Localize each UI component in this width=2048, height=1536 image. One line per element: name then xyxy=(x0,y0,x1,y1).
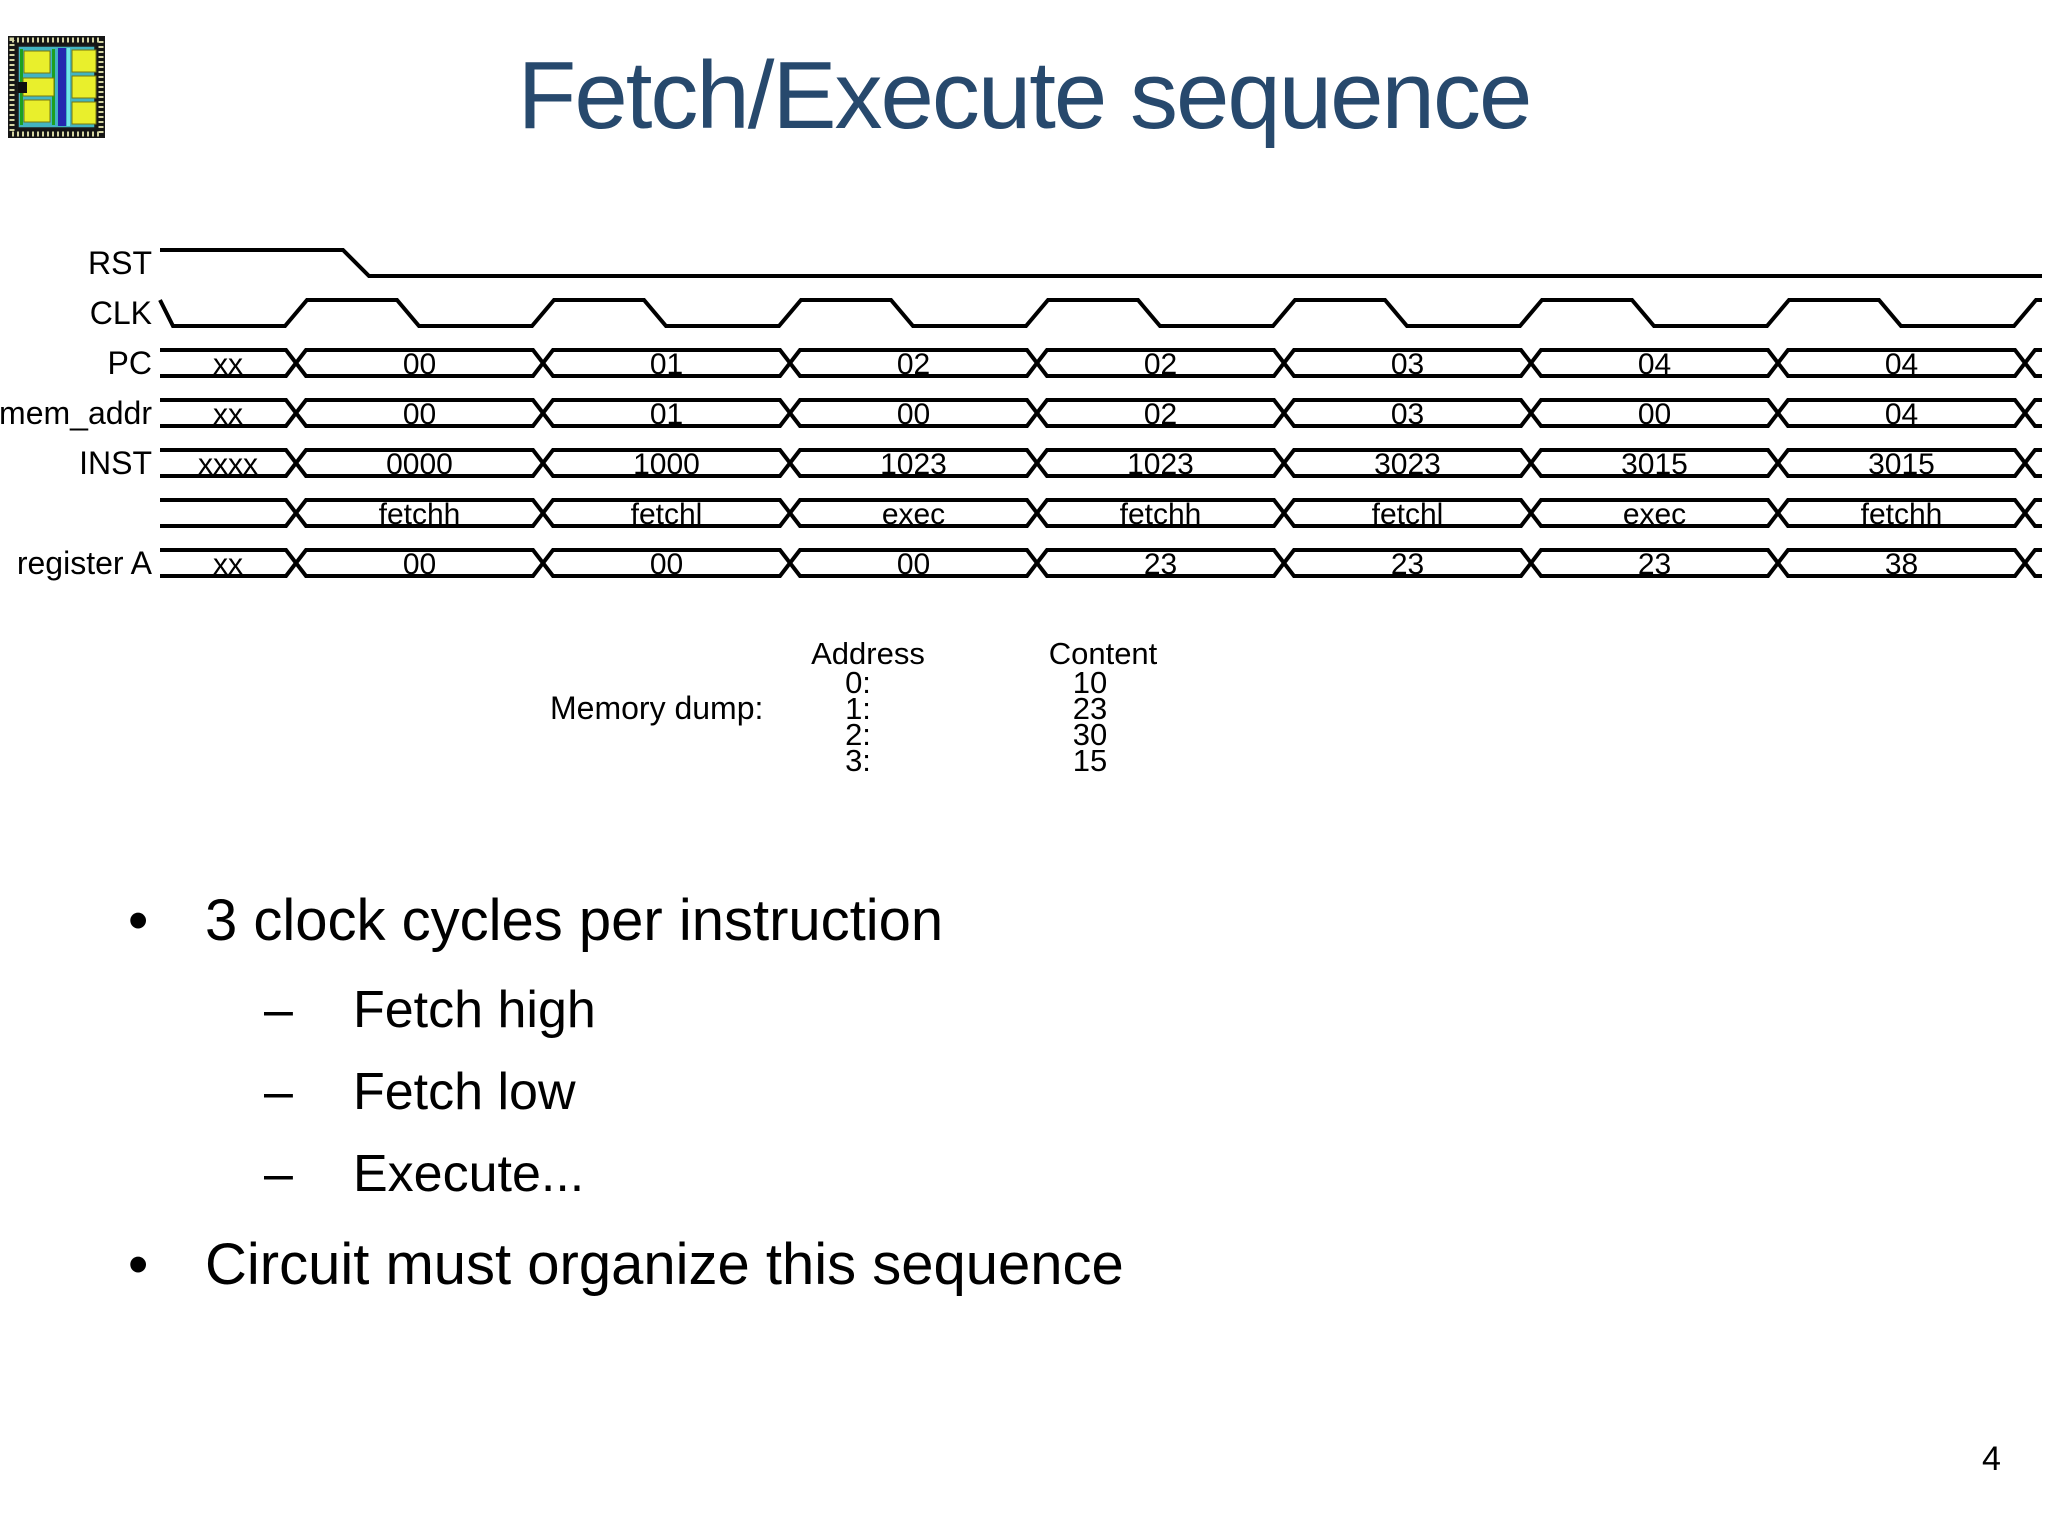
bus-value: xx xyxy=(213,548,243,581)
memory-dump-content-cell: 23 xyxy=(1072,691,1108,726)
bus-value: 01 xyxy=(650,348,683,381)
bullet-text: 3 clock cycles per instruction xyxy=(205,888,944,953)
bus-value: 3015 xyxy=(1621,448,1688,481)
memory-dump-address-cell: 0: xyxy=(845,665,871,700)
bus-value: 03 xyxy=(1391,348,1424,381)
bullet-text: Circuit must organize this sequence xyxy=(205,1232,1124,1297)
bus-value: 1000 xyxy=(633,448,700,481)
bus-value: 1023 xyxy=(1127,448,1194,481)
bus-wave xyxy=(160,398,2042,428)
signal-label-pc: PC xyxy=(108,345,152,381)
title-bar: Fetch/Execute sequence xyxy=(0,48,2048,144)
memory-dump-content-cell: 15 xyxy=(1072,743,1108,778)
signal-row-pc: PC xx 00 01 02 02 03 04 04 xyxy=(108,345,2042,381)
bus-wave xyxy=(160,548,2042,578)
bus-wave xyxy=(160,498,2042,528)
bus-value: 04 xyxy=(1885,398,1918,431)
clk-wave xyxy=(158,298,2042,328)
bus-value: xx xyxy=(213,398,243,431)
bus-value: 1023 xyxy=(880,448,947,481)
bus-wave xyxy=(160,348,2042,378)
rst-wave xyxy=(160,248,2042,278)
bus-value: 00 xyxy=(403,398,436,431)
bus-value: 00 xyxy=(403,348,436,381)
bus-value: fetchl xyxy=(631,498,703,531)
bus-value: 03 xyxy=(1391,398,1424,431)
bus-value: 3023 xyxy=(1374,448,1441,481)
bullet-marker: – xyxy=(264,981,293,1039)
bullet-text: Execute... xyxy=(353,1145,585,1203)
bus-value: 02 xyxy=(897,348,930,381)
bus-value: 04 xyxy=(1885,348,1918,381)
bus-value: exec xyxy=(882,498,945,531)
bus-value: 04 xyxy=(1638,348,1671,381)
bus-value: fetchh xyxy=(379,498,461,531)
bus-value: fetchl xyxy=(1372,498,1444,531)
memory-dump-col-header-content: Content xyxy=(1048,636,1158,671)
memory-dump-address-cell: 3: xyxy=(845,743,871,778)
bullet-text: Fetch high xyxy=(353,981,596,1039)
bus-wave xyxy=(160,448,2042,478)
bus-value: 3015 xyxy=(1868,448,1935,481)
bus-value: 38 xyxy=(1885,548,1918,581)
bus-value: xxxx xyxy=(198,448,258,481)
bus-value: fetchh xyxy=(1120,498,1202,531)
bullet-marker: – xyxy=(264,1063,293,1121)
memory-dump-col-header-address: Address xyxy=(811,636,925,671)
page-number: 4 xyxy=(1982,1440,2001,1478)
bus-value: exec xyxy=(1623,498,1686,531)
bus-value: 23 xyxy=(1638,548,1671,581)
bus-value: 23 xyxy=(1391,548,1424,581)
page-title: Fetch/Execute sequence xyxy=(517,42,1533,149)
bus-value: 00 xyxy=(897,548,930,581)
bus-value: fetchh xyxy=(1861,498,1943,531)
bus-value: 02 xyxy=(1144,348,1177,381)
bus-value: 23 xyxy=(1144,548,1177,581)
memory-dump-content-cell: 30 xyxy=(1072,717,1108,752)
bus-wave xyxy=(160,498,2042,528)
signal-label-inst: INST xyxy=(79,445,152,481)
signal-label-clk: CLK xyxy=(90,295,152,331)
signal-row-mem-addr: mem_addr xx 00 01 00 02 03 00 04 xyxy=(0,395,2042,431)
signal-label-rst: RST xyxy=(88,245,152,281)
bus-value: 0000 xyxy=(386,448,453,481)
bus-value: 00 xyxy=(403,548,436,581)
signal-label-register-a: register A xyxy=(17,545,153,581)
bus-value: 00 xyxy=(897,398,930,431)
bullet-marker: • xyxy=(128,1232,149,1297)
bus-value: 00 xyxy=(650,548,683,581)
bus-wave xyxy=(160,448,2042,478)
memory-dump-content-cell: 10 xyxy=(1072,665,1108,700)
bus-wave xyxy=(160,348,2042,378)
bullet-marker: – xyxy=(264,1145,293,1203)
bullet-marker: • xyxy=(128,888,149,953)
memory-dump-address-cell: 2: xyxy=(845,717,871,752)
memory-dump-label: Memory dump: xyxy=(550,690,764,726)
signal-row-rst: RST xyxy=(88,245,2042,281)
memory-dump-address-cell: 1: xyxy=(845,691,871,726)
signal-row-inst: INST xxxx 0000 1000 1023 1023 3023 3015 3015 xyxy=(79,445,2042,481)
signal-label-mem-addr: mem_addr xyxy=(0,395,152,431)
signal-row-clk: CLK xyxy=(90,295,2042,331)
memory-dump-content-column: 10 23 30 15 xyxy=(1072,665,1108,778)
bullet-text: Fetch low xyxy=(353,1063,576,1121)
signal-row-register-a: register A xx 00 00 00 23 23 23 38 xyxy=(17,545,2042,581)
signal-row-state: fetchh fetchl exec fetchh fetchl exec fetchh xyxy=(160,498,2042,531)
bus-value: xx xyxy=(213,348,243,381)
bus-value: 00 xyxy=(1638,398,1671,431)
memory-dump-address-column: 0: 1: 2: 3: xyxy=(845,665,871,778)
bus-wave xyxy=(160,398,2042,428)
bus-wave xyxy=(160,548,2042,578)
bus-value: 01 xyxy=(650,398,683,431)
chip-die-logo-icon xyxy=(8,36,105,138)
bus-value: 02 xyxy=(1144,398,1177,431)
